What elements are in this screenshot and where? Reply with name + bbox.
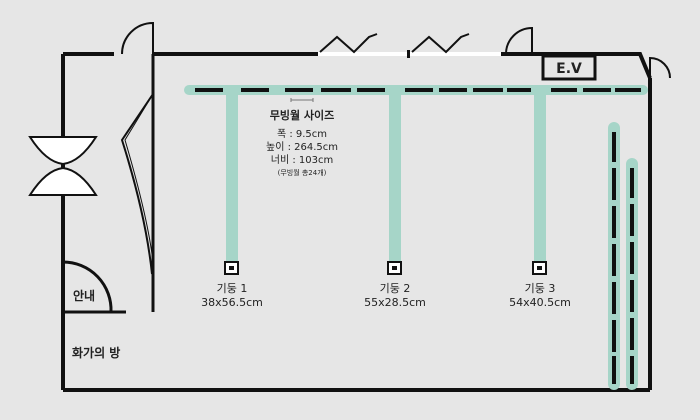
pillar-1-core (229, 266, 234, 270)
panel (612, 320, 616, 352)
partition-inner-line (124, 93, 154, 263)
window-mullion (407, 50, 410, 58)
panel (195, 88, 223, 92)
pillar-2-name: 기둥 2 (380, 282, 411, 295)
track-drop-3 (534, 90, 546, 268)
rail-tracks (184, 85, 648, 390)
panel (630, 168, 634, 198)
door-elevator-corner (649, 56, 671, 79)
pillars (224, 261, 547, 275)
panel (321, 88, 351, 92)
track-drop-2 (389, 90, 401, 268)
outer-walls (61, 52, 652, 392)
panel (285, 88, 313, 92)
panel (612, 356, 616, 384)
panels-top (195, 88, 641, 92)
panel (551, 88, 577, 92)
elevator-outline (540, 52, 652, 79)
panel (612, 206, 616, 238)
panel (405, 88, 433, 92)
pillar-3-name: 기둥 3 (525, 282, 556, 295)
artist-room-label: 화가의 방 (72, 345, 120, 360)
bowtie-bottom (28, 166, 98, 196)
wall-size-info: 무빙월 사이즈 폭 : 9.5cm 높이 : 264.5cm 너비 : 103c… (266, 98, 338, 177)
wall-size-height: 높이 : 264.5cm (266, 141, 338, 153)
info-door-arc (62, 260, 113, 313)
panel (357, 88, 385, 92)
panel (439, 88, 467, 92)
panel (241, 88, 269, 92)
windows (318, 33, 501, 58)
pillar-1-size: 38x56.5cm (201, 296, 263, 309)
panel (630, 204, 634, 236)
panel (630, 242, 634, 274)
pillar-2-core (392, 266, 397, 270)
panel (615, 88, 641, 92)
pillar-2-size: 55x28.5cm (364, 296, 426, 309)
pillar-labels: 기둥 1 38x56.5cm 기둥 2 55x28.5cm 기둥 3 54x40… (201, 282, 571, 309)
wall-size-count: (무빙월 총24개) (278, 168, 327, 177)
elevator-box (541, 54, 597, 81)
partition-zigzag (120, 93, 154, 275)
wall-size-depth: 너비 : 103cm (271, 154, 333, 166)
panel (630, 356, 634, 384)
door-top-right (505, 26, 533, 55)
elevator: E.V (540, 52, 652, 81)
wall-size-title: 무빙월 사이즈 (270, 108, 335, 122)
info-label: 안내 (73, 288, 95, 303)
window-folding-1 (319, 33, 378, 54)
doors (121, 21, 671, 79)
panel (612, 282, 616, 314)
panels-right (612, 132, 634, 384)
panel (507, 88, 531, 92)
panel (630, 318, 634, 350)
wall-size-indicator (290, 98, 314, 102)
pillar-3-size: 54x40.5cm (509, 296, 571, 309)
window-folding-2 (411, 33, 470, 54)
bowtie-fixture (28, 136, 98, 196)
panel (612, 168, 616, 200)
door-top-left (121, 21, 154, 55)
track-drop-1 (226, 90, 238, 268)
left-partition (120, 54, 155, 312)
pillar-3-core (537, 266, 542, 270)
panel (612, 132, 616, 162)
panel (612, 244, 616, 276)
bowtie-top (28, 136, 98, 166)
wall-size-width: 폭 : 9.5cm (277, 128, 327, 140)
elevator-label: E.V (556, 61, 582, 77)
panel (473, 88, 503, 92)
pillar-1-name: 기둥 1 (217, 282, 248, 295)
info-room: 안내 (62, 260, 126, 314)
panel (630, 280, 634, 312)
panel (583, 88, 611, 92)
